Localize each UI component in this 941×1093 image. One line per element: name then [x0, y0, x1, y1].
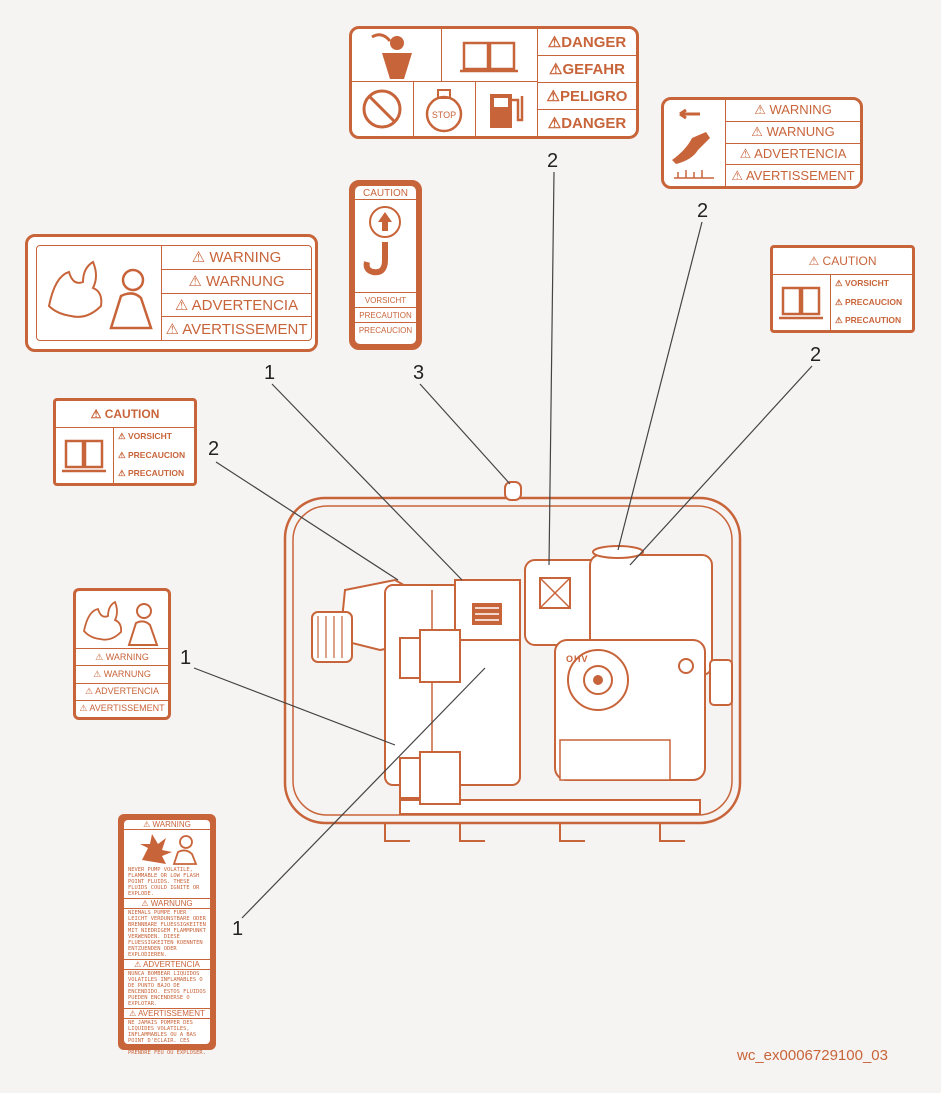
danger-row: ⚠DANGER: [538, 29, 636, 56]
tall-header: ⚠ ADVERTENCIA: [124, 959, 210, 970]
warning-row: ⚠ WARNING: [162, 246, 311, 270]
caution-row: ⚠ PRECAUCION: [835, 296, 903, 307]
warning-row: ⚠ AVERTISSEMENT: [731, 167, 855, 183]
callout-2: 2: [810, 344, 822, 366]
lift-row: PRECAUTION: [355, 308, 416, 323]
warning-row: ⚠ WARNUNG: [726, 122, 860, 144]
warning-row: ⚠ WARNUNG: [162, 270, 311, 294]
flammable-fluids-warning-decal: ⚠ WARNING NEVER PUMP VOLATILE, FLAMMABLE…: [118, 814, 216, 1056]
tall-text: NUNCA BOMBEAR LIQUIDOS VOLATILES INFLAMA…: [128, 971, 206, 1007]
callout-1: 1: [264, 362, 276, 384]
warning-row: ⚠ WARNUNG: [76, 666, 168, 684]
warning-row: ⚠ WARNING: [76, 649, 168, 667]
caution-row: ⚠ VORSICHT: [118, 430, 172, 441]
stop-icon: STOP: [414, 82, 476, 136]
lift-row: PRECAUCION: [358, 325, 413, 335]
caution-header: ⚠ CAUTION: [56, 401, 194, 428]
no-smoking-icon: [352, 82, 414, 136]
fire-hazard-icon: [352, 29, 442, 82]
tall-header: ⚠ AVERTISSEMENT: [124, 1008, 210, 1019]
tall-header: ⚠ WARNING: [124, 820, 210, 830]
burn-warning-decal: ⚠ WARNING ⚠ WARNUNG ⚠ ADVERTENCIA ⚠ AVER…: [25, 234, 318, 352]
callout-2: 2: [208, 438, 220, 460]
hot-surface-icon: [664, 100, 726, 186]
manual-book-icon: [56, 427, 114, 483]
danger-text-column: ⚠DANGER ⚠GEFAHR ⚠PELIGRO ⚠DANGER: [538, 29, 636, 136]
lifting-caution-decal: CAUTION VORSICHT PRECAUTION PRECAUCION: [349, 180, 422, 350]
explosion-icon: [124, 830, 210, 866]
warning-row: ⚠ AVERTISSEMENT: [165, 320, 308, 338]
warning-row: ⚠ ADVERTENCIA: [162, 294, 311, 318]
explosion-burn-icon: [37, 246, 162, 340]
callout-2: 2: [697, 200, 709, 222]
tall-header: ⚠ WARNUNG: [124, 898, 210, 909]
manual-book-icon: [773, 274, 831, 330]
tall-text: NEVER PUMP VOLATILE, FLAMMABLE OR LOW FL…: [128, 867, 200, 897]
caution-row: ⚠ VORSICHT: [835, 277, 889, 288]
danger-row: ⚠PELIGRO: [538, 83, 636, 110]
warning-row: ⚠ ADVERTENCIA: [76, 684, 168, 701]
warning-row: ⚠ ADVERTENCIA: [726, 144, 860, 166]
engine-badge: OHV: [566, 654, 589, 664]
burn-warning-decal-small: ⚠ WARNING ⚠ WARNUNG ⚠ ADVERTENCIA ⚠ AVER…: [73, 588, 171, 720]
tall-text: NIEMALS PUMPE FUER LEICHT VERDUNSTBARE O…: [128, 910, 206, 958]
explosion-burn-icon: [76, 591, 168, 649]
caution-header: ⚠ CAUTION: [773, 248, 912, 275]
callout-3: 3: [413, 362, 425, 384]
manual-caution-decal: ⚠ CAUTION ⚠ VORSICHT ⚠ PRECAUCION ⚠ PREC…: [770, 245, 915, 333]
danger-row: ⚠GEFAHR: [538, 56, 636, 83]
callout-1: 1: [232, 918, 244, 940]
hot-surface-warning-decal: ⚠ WARNING ⚠ WARNUNG ⚠ ADVERTENCIA ⚠ AVER…: [661, 97, 863, 189]
fuel-pump-icon: [476, 82, 538, 136]
warning-row: ⚠ AVERTISSEMENT: [79, 703, 165, 714]
manual-caution-decal: ⚠ CAUTION ⚠ VORSICHT ⚠ PRECAUCION ⚠ PREC…: [53, 398, 197, 486]
warning-row: ⚠ WARNING: [726, 100, 860, 122]
lift-header: CAUTION: [355, 186, 416, 200]
callout-2: 2: [547, 150, 559, 172]
manual-book-icon: [442, 29, 538, 82]
lift-hook-icon: [355, 200, 416, 292]
tall-text: NE JAMAIS POMPER DES LIQUIDES VOLATILES,…: [128, 1020, 206, 1056]
caution-row: ⚠ PRECAUTION: [118, 468, 185, 479]
danger-decal: STOP ⚠DANGER ⚠GEFAHR ⚠PELIGRO ⚠DANGER: [349, 26, 639, 139]
svg-text:STOP: STOP: [432, 110, 456, 120]
figure-code: wc_ex0006729100_03: [737, 1047, 888, 1064]
caution-row: ⚠ PRECAUTION: [835, 315, 902, 326]
danger-row: ⚠DANGER: [547, 115, 627, 132]
callout-1: 1: [180, 647, 192, 669]
caution-row: ⚠ PRECAUCION: [118, 449, 186, 460]
lift-row: VORSICHT: [355, 292, 416, 308]
